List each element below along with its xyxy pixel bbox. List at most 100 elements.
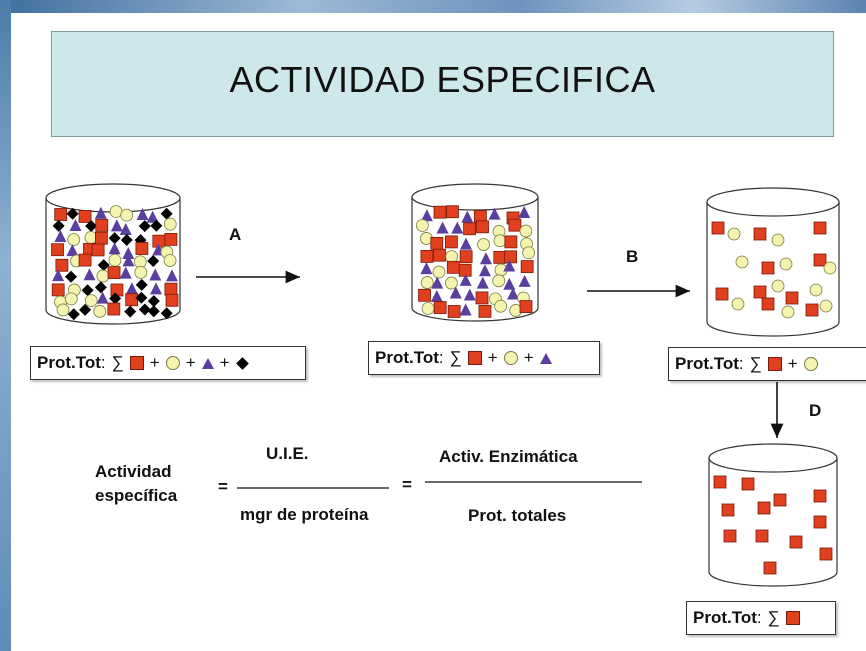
square-particle <box>95 231 108 245</box>
fraction-2-denominator: Prot. totales <box>468 506 567 525</box>
square-particle <box>785 291 799 305</box>
diamond-particle <box>108 232 121 245</box>
cylinder-4-particles <box>713 475 833 575</box>
triangle-icon <box>539 352 552 364</box>
formula-lhs-line2: específica <box>95 486 178 505</box>
triangle-particle <box>459 237 472 250</box>
square-particle <box>493 250 507 264</box>
triangle-particle <box>122 254 135 267</box>
square-particle <box>433 301 447 314</box>
square-icon <box>467 351 482 365</box>
sum-symbol: ∑ <box>749 354 762 373</box>
circle-particle <box>522 246 536 260</box>
plus-sign: + <box>149 353 160 372</box>
square-particle <box>753 227 767 241</box>
square-particle <box>761 297 775 311</box>
plus-sign: + <box>787 354 798 373</box>
triangle-particle <box>94 206 107 219</box>
circle-particle <box>93 304 107 318</box>
circle-particle <box>421 302 435 315</box>
square-particle <box>125 293 139 307</box>
square-particle <box>107 266 121 280</box>
triangle-particle <box>136 208 149 221</box>
circle-icon <box>803 357 818 371</box>
triangle-particle <box>66 244 79 257</box>
step-label-a: A <box>229 225 241 244</box>
diamond-particle <box>52 219 65 232</box>
triangle-particle <box>503 277 516 290</box>
triangle-particle <box>52 269 65 282</box>
triangle-particle <box>96 291 109 304</box>
cylinder-2-particles <box>415 205 536 318</box>
circle-particle <box>109 205 123 218</box>
triangle-particle <box>507 287 520 300</box>
diamond-particle <box>109 292 122 305</box>
sum-symbol: ∑ <box>449 348 462 367</box>
diamond-particle <box>147 305 160 318</box>
square-particle <box>433 248 447 262</box>
square-particle <box>519 300 533 313</box>
fraction-1-numerator: U.I.E. <box>266 444 309 463</box>
triangle-particle <box>146 210 159 223</box>
square-particle <box>433 205 447 219</box>
diamond-particle <box>65 270 78 283</box>
triangle-particle <box>478 264 491 277</box>
cylinder-4 <box>708 443 838 587</box>
square-particle <box>420 250 434 263</box>
diamond-particle <box>67 308 80 321</box>
prot-tot-box-4: Prot.Tot: ∑ <box>686 601 836 635</box>
square-particle <box>789 535 803 549</box>
square-particle <box>164 233 178 246</box>
plus-sign: + <box>219 353 230 372</box>
prot-tot-label: Prot.Tot <box>375 348 439 367</box>
square-icon <box>129 356 144 370</box>
triangle-particle <box>420 209 433 222</box>
circle-particle <box>56 303 70 317</box>
square-particle <box>444 235 458 249</box>
square-particle <box>458 263 472 277</box>
diamond-particle <box>94 281 107 294</box>
circle-icon <box>503 351 518 365</box>
step-label-b: B <box>626 247 638 266</box>
circle-particle <box>133 255 147 269</box>
prot-tot-label: Prot.Tot <box>675 354 739 373</box>
circle-particle <box>445 250 459 264</box>
triangle-particle <box>431 276 444 289</box>
square-particle <box>755 529 769 543</box>
square-particle <box>91 243 105 257</box>
diamond-particle <box>81 284 94 297</box>
triangle-particle <box>476 276 489 289</box>
square-particle <box>51 243 64 257</box>
square-particle <box>711 221 725 235</box>
diamond-particle <box>124 305 137 318</box>
square-particle <box>761 261 775 275</box>
triangle-particle <box>420 262 433 275</box>
diamond-particle <box>147 254 160 267</box>
square-particle <box>757 501 771 515</box>
triangle-icon <box>201 357 214 369</box>
triangle-particle <box>430 289 443 302</box>
circle-particle <box>779 257 793 271</box>
square-particle <box>164 282 178 296</box>
diamond-particle <box>160 307 173 320</box>
circle-particle <box>727 227 741 241</box>
square-particle <box>773 493 787 507</box>
circle-particle <box>781 305 795 319</box>
cylinder-3 <box>706 187 840 337</box>
square-particle <box>165 293 179 307</box>
square-particle <box>813 515 827 529</box>
triangle-particle <box>459 273 472 286</box>
square-particle <box>813 489 827 503</box>
step-label-d: D <box>809 401 821 420</box>
plus-sign: + <box>185 353 196 372</box>
triangle-particle <box>488 207 501 220</box>
equals-sign-1: = <box>218 477 228 496</box>
circle-particle <box>819 299 833 313</box>
prot-tot-label: Prot.Tot <box>693 608 757 627</box>
square-particle <box>446 205 459 219</box>
square-particle <box>813 221 827 235</box>
square-particle <box>721 503 735 517</box>
circle-particle <box>735 255 749 269</box>
square-particle <box>713 475 727 489</box>
sum-symbol: ∑ <box>767 608 780 627</box>
